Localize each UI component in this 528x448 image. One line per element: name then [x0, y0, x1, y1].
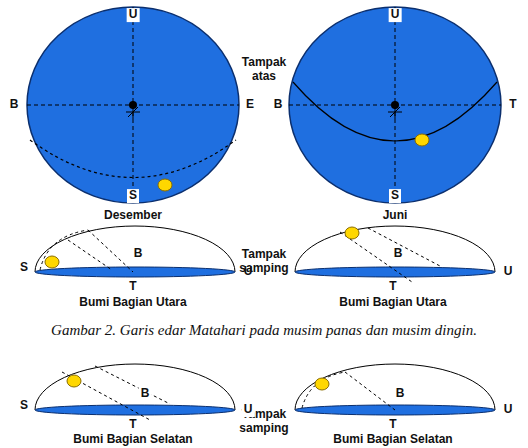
figure-caption: Gambar 2. Garis edar Matahari pada musim… [48, 322, 480, 339]
compass-letter: U [127, 8, 140, 22]
compass-letter: B [392, 247, 405, 261]
compass-letter: U [502, 265, 515, 279]
top-view-december [27, 7, 239, 203]
compass-letter: S [18, 399, 30, 413]
compass-letter: T [387, 418, 398, 432]
hemisphere-label: Bumi Bagian Selatan [71, 433, 194, 447]
compass-letter: E [244, 98, 256, 112]
view-label: Tampak samping [230, 248, 298, 276]
compass-letter: S [18, 261, 30, 275]
compass-letter: U [502, 403, 515, 417]
month-label: Juni [381, 209, 410, 223]
hemisphere-label: Bumi Bagian Utara [337, 296, 448, 310]
hemisphere-label: Bumi Bagian Utara [77, 296, 188, 310]
compass-letter: T [507, 98, 518, 112]
compass-letter: S [389, 189, 401, 203]
compass-letter: T [127, 418, 138, 432]
compass-letter: B [139, 387, 152, 401]
compass-letter: S [127, 189, 139, 203]
compass-letter: T [387, 280, 398, 294]
compass-letter: U [242, 403, 255, 417]
view-label: Tampak samping [230, 408, 298, 436]
side-view-north-december [35, 226, 235, 277]
compass-letter: B [272, 98, 285, 112]
compass-letter: B [394, 387, 407, 401]
view-label: Tampak atas [230, 56, 298, 84]
top-view-june [289, 7, 501, 203]
compass-letter: U [389, 8, 402, 22]
compass-letter: B [8, 98, 21, 112]
compass-letter: T [127, 280, 138, 294]
side-view-north-june [295, 226, 495, 282]
compass-letter: B [132, 247, 145, 261]
side-view-south-december [35, 364, 235, 420]
side-view-south-june [295, 364, 495, 415]
hemisphere-label: Bumi Bagian Selatan [331, 433, 454, 447]
month-label: Desember [102, 209, 164, 223]
